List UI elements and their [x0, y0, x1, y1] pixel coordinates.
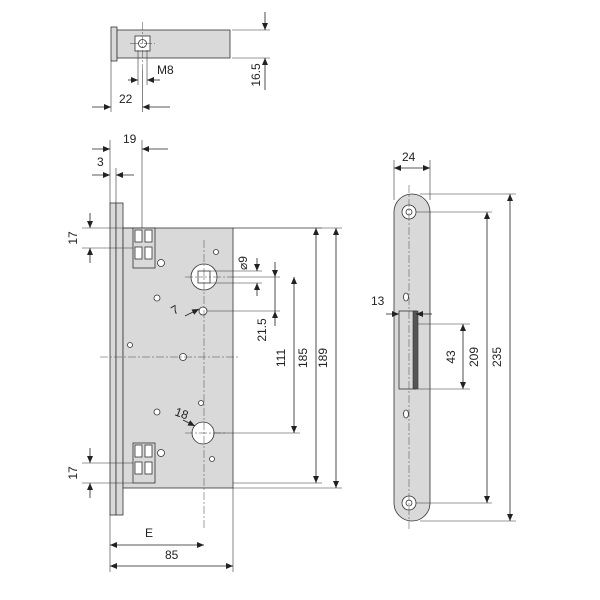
dim-85: 85 — [165, 548, 179, 562]
dim-m8: M8 — [157, 63, 174, 77]
dim-22: 22 — [119, 92, 133, 106]
side-view: 19 3 17 17 ⌀9 7 21.5 — [66, 132, 342, 572]
dim-189: 189 — [316, 348, 330, 368]
dim-3: 3 — [97, 155, 104, 169]
dim-9: ⌀9 — [236, 256, 250, 270]
top-view-faceplate — [110, 26, 118, 62]
front-view: 24 13 43 209 235 — [371, 150, 516, 530]
dim-43: 43 — [444, 350, 458, 364]
dim-13: 13 — [371, 294, 385, 308]
top-view: 16.5 M8 22 — [92, 12, 270, 112]
dim-18: 18 — [173, 405, 191, 423]
dim-185: 185 — [296, 348, 310, 368]
dim-17-top: 17 — [66, 231, 80, 245]
dim-e: E — [145, 526, 153, 540]
dim-111: 111 — [274, 349, 288, 368]
dim-19: 19 — [123, 132, 137, 146]
dim-16-5: 16.5 — [249, 63, 263, 87]
side-view-forend — [115, 202, 124, 516]
top-view-body — [116, 29, 231, 59]
dim-24: 24 — [402, 150, 416, 164]
side-view-faceplate — [109, 202, 117, 516]
dim-21-5: 21.5 — [255, 318, 269, 342]
dim-17-bottom: 17 — [66, 466, 80, 480]
dim-235: 235 — [490, 347, 504, 367]
dim-209: 209 — [467, 347, 481, 367]
